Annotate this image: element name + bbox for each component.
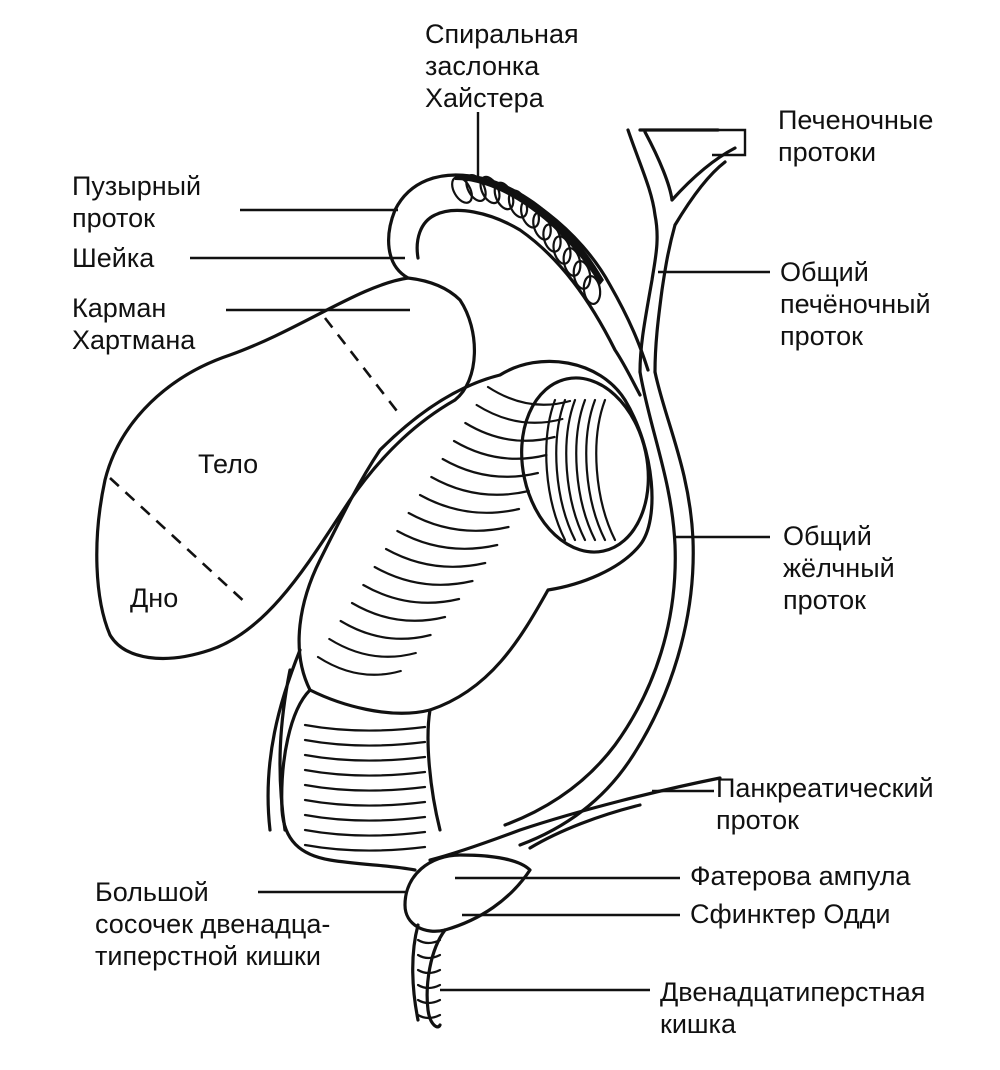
label-sphincter-oddi: Сфинктер Одди: [690, 899, 891, 929]
duodenum-fold: [303, 813, 427, 822]
hepatic-duct-right: [638, 128, 737, 202]
duodenum-ring: [464, 421, 556, 442]
label-duodenum: Двенадцатиперстная кишка: [660, 977, 926, 1039]
label-common-bile-duct: Общий жёлчный проток: [783, 521, 895, 615]
duodenum-ring: [316, 655, 402, 676]
duodenum-ring: [452, 439, 548, 460]
duodenum-ring: [384, 547, 487, 568]
duodenum-fold: [303, 783, 427, 792]
duodenum-fold: [303, 843, 427, 852]
sphincter-of-oddi: [411, 923, 447, 1029]
lumen-fold: [585, 398, 607, 542]
oddi-fold: [416, 953, 442, 960]
duodenum-folds: [303, 723, 442, 1020]
duodenum-lower-outline: [280, 688, 442, 872]
label-body: Тело: [198, 449, 259, 479]
common-bile-duct-outer: [518, 370, 695, 847]
gallbladder-outline: [95, 276, 477, 661]
oddi-fold: [416, 998, 442, 1005]
duodenum-ring: [362, 583, 461, 604]
duodenum-fold: [303, 723, 427, 732]
duodenum-ring: [475, 403, 564, 424]
duodenum-ring: [328, 637, 417, 658]
duodenum-fold: [303, 798, 427, 807]
duodenum-ring: [430, 475, 530, 496]
duodenum-ring: [486, 385, 572, 406]
duodenum-ring: [373, 565, 474, 586]
duodenum-rings: [316, 385, 617, 676]
duodenum-ring: [441, 457, 540, 478]
duodenum-fold: [303, 753, 427, 762]
pancreatic-duct: [428, 776, 722, 862]
duodenum-ring: [339, 619, 432, 640]
duodenum-fold: [303, 768, 427, 777]
duodenum-ring: [396, 529, 499, 550]
spiral-coil-band: [455, 173, 604, 285]
spiral-valve-coils: [451, 173, 604, 306]
label-ampulla-vater: Фатерова ампула: [690, 861, 911, 891]
leader-lines: [190, 112, 770, 992]
duodenum-ring: [418, 493, 521, 514]
label-cystic-duct: Пузырный проток: [72, 171, 202, 233]
duodenum-ring: [350, 601, 447, 622]
label-pancreatic-duct: Панкреатический проток: [716, 773, 934, 835]
label-hepatic-ducts: Печеночные протоки: [778, 105, 934, 167]
lumen-fold: [565, 398, 587, 542]
label-neck: Шейка: [72, 243, 155, 273]
cystic-duct-inner: [415, 208, 642, 397]
hepatic-duct-left: [626, 128, 659, 374]
label-hartmann-pouch: Карман Хартмана: [72, 293, 196, 355]
lumen-fold: [595, 398, 617, 542]
spiral-coil: [582, 274, 602, 306]
duodenum-fold: [303, 828, 427, 837]
lumen-fold: [555, 398, 577, 542]
ampulla-of-vater: [403, 853, 532, 933]
label-common-hepatic-duct: Общий печёночный проток: [780, 257, 931, 351]
common-bile-duct-inner: [503, 370, 677, 827]
label-major-papilla: Большой сосочек двенадца- типерстной киш…: [95, 877, 331, 971]
label-spiral-valve: Спиральная заслонка Хайстера: [425, 19, 579, 113]
duodenum-upper-outline: [297, 359, 654, 715]
duodenum-ring: [407, 511, 510, 532]
duodenum-lumen: [520, 376, 650, 554]
lumen-fold: [545, 398, 567, 542]
duodenum-fold: [303, 738, 427, 747]
duodenum-left-wall: [266, 648, 302, 832]
body-fundus-division: [109, 477, 249, 606]
label-fundus: Дно: [130, 583, 179, 613]
lumen-fold: [575, 398, 597, 542]
hepatic-duct-inner: [653, 160, 727, 374]
neck-body-division: [323, 317, 402, 416]
